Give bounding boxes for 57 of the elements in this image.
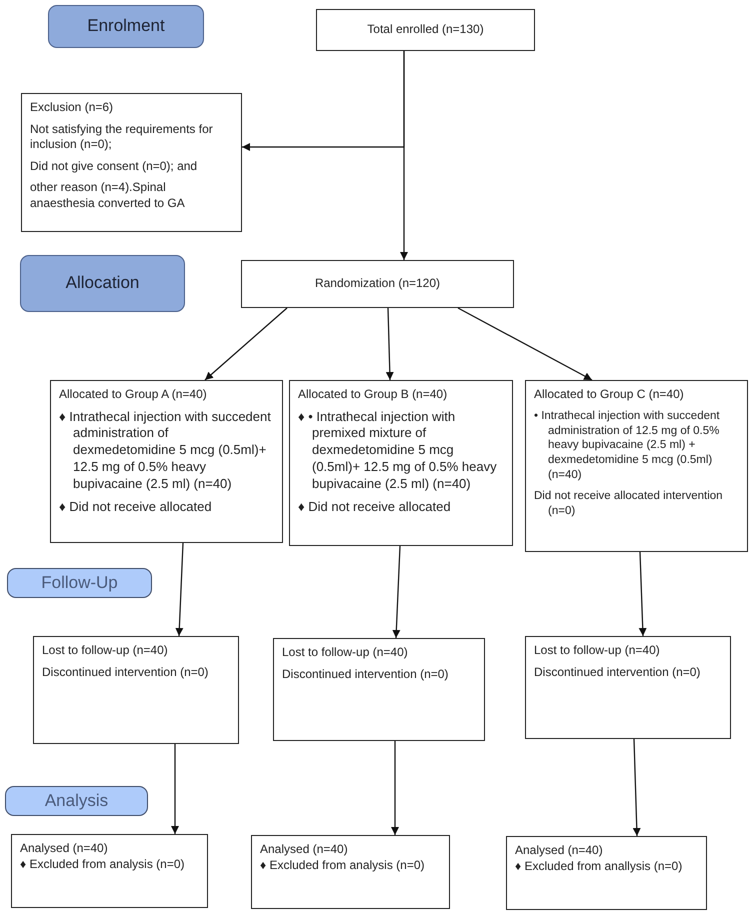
box-text: Did not give consent (n=0); and — [30, 158, 198, 174]
box-text: ♦ Excluded from anallysis (n=0) — [515, 858, 684, 874]
box-text: Total enrolled (n=130) — [367, 22, 484, 38]
process-box — [506, 836, 707, 910]
box-heading: Allocated to Group C (n=40) — [534, 387, 685, 403]
box-heading: Allocated to Group A (n=40) — [59, 387, 208, 403]
box-text: ♦ Excluded from analysis (n=0) — [260, 858, 426, 874]
process-box — [273, 638, 485, 741]
box-text: Analysis — [44, 790, 108, 812]
box-text: Randomization (n=120) — [314, 276, 440, 292]
box-heading: Lost to follow-up (n=40) — [282, 645, 409, 661]
box-text: Allocation — [66, 272, 140, 294]
process-box — [11, 834, 208, 908]
box-heading: Analysed (n=40) — [515, 843, 604, 859]
box-text: ♦ Excluded from analysis (n=0) — [20, 856, 186, 872]
arrow — [632, 738, 641, 836]
process-box — [50, 380, 283, 543]
stage-label — [7, 568, 152, 598]
box-heading: Allocated to Group B (n=40) — [298, 387, 448, 403]
box-text: Discontinued intervention (n=0) — [282, 666, 450, 682]
stage-label — [5, 786, 148, 816]
process-box — [316, 9, 535, 51]
stage-label — [48, 5, 204, 48]
box-text: Follow-Up — [41, 572, 118, 594]
box-heading: Analysed (n=40) — [260, 842, 349, 858]
box-text: ♦ Did not receive allocated — [298, 499, 452, 516]
arrow — [391, 741, 399, 835]
process-box — [251, 835, 450, 909]
box-text: Discontinued intervention (n=0) — [534, 664, 702, 680]
box-heading: Exclusion (n=6) — [30, 100, 114, 116]
arrow — [175, 542, 184, 636]
arrow — [386, 308, 394, 380]
box-text: Enrolment — [87, 15, 165, 38]
arrow — [204, 308, 288, 380]
box-text: • Intrathecal injection with succedent administration of 12.5 mg of 0.5% heavy bupivacaine (2.5 ml) + dexmedetomidine 5 mcg (0.5ml) (n=40) — [534, 408, 721, 484]
arrow — [392, 546, 401, 638]
arrow — [171, 744, 179, 834]
process-box — [21, 93, 242, 232]
box-text: ♦ Intrathecal injection with succedent administration of dexmedetomidine 5 mcg (0.5ml)+ 12.5 mg of 0.5% heavy bupivacaine (2.5 ml) (n=40) — [59, 408, 272, 494]
arrow — [638, 552, 647, 636]
process-box — [525, 380, 748, 552]
process-box — [33, 636, 239, 744]
box-text: other reason (n=4).Spinal anaesthesia converted to GA — [30, 180, 186, 212]
box-heading: Lost to follow-up (n=40) — [534, 643, 661, 659]
box-text: ♦ Did not receive allocated — [59, 499, 213, 516]
arrow — [242, 51, 405, 151]
box-heading: Lost to follow-up (n=40) — [42, 643, 169, 659]
box-text: Did not receive allocated intervention (n=0) — [534, 489, 724, 520]
stage-label — [20, 255, 185, 312]
box-text: Discontinued intervention (n=0) — [42, 664, 210, 680]
process-box — [289, 380, 513, 546]
box-text: ♦ • Intrathecal injection with premixed mixture of dexmedetomidine 5 mcg (0.5ml)+ 12.5 mg of 0.5% heavy bupivacaine (2.5 ml) (n=40) — [298, 408, 498, 494]
box-heading: Analysed (n=40) — [20, 841, 109, 857]
arrow — [458, 307, 592, 381]
box-text: Not satisfying the requirements for inclusion (n=0); — [30, 122, 214, 153]
process-box — [241, 260, 514, 308]
process-box — [525, 636, 731, 739]
